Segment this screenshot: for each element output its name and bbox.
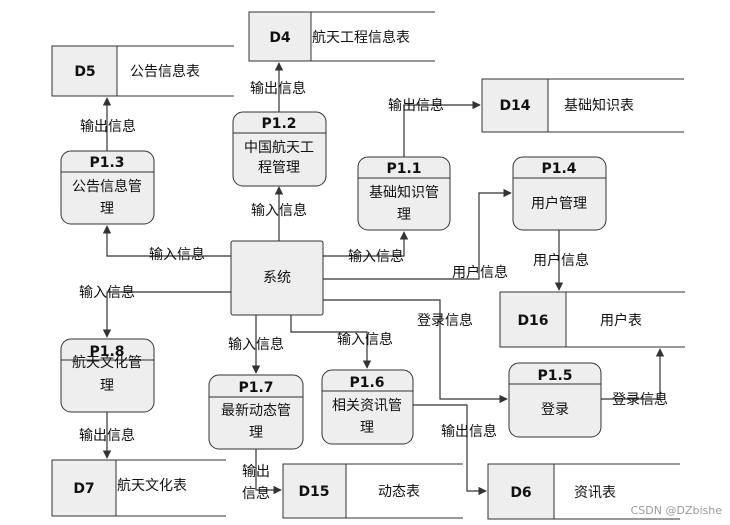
process-p1-8: P1.8 航天文化管 理 [60, 338, 155, 413]
label-p1-5-output: 登录信息 [612, 391, 668, 408]
label-p1-1-output: 输出信息 [388, 97, 444, 114]
label-p1-6-input: 输入信息 [337, 331, 393, 348]
label-p1-4-output: 用户信息 [533, 252, 589, 269]
flow-system-to-p1-5 [323, 299, 508, 404]
process-p1-5-name-line1: 登录 [541, 402, 569, 418]
store-d15: D15 动态表 [282, 463, 463, 519]
store-d4-name: 航天工程信息表 [312, 29, 410, 46]
process-p1-7-name-line1: 最新动态管 [221, 403, 291, 419]
process-p1-6-id: P1.6 [349, 375, 384, 391]
process-p1-8-name-line2: 理 [100, 378, 114, 394]
flow-system-to-p1-6 [290, 315, 372, 369]
system-label: 系统 [263, 270, 291, 286]
process-p1-8-name-line1: 航天文化管 [72, 355, 142, 371]
process-p1-1-id: P1.1 [386, 161, 421, 177]
store-d5-name: 公告信息表 [130, 63, 200, 80]
store-d5: D5 公告信息表 [51, 45, 234, 97]
store-d14: D14 基础知识表 [481, 78, 684, 133]
process-p1-4-id: P1.4 [541, 161, 576, 177]
store-d16-name: 用户表 [600, 312, 642, 329]
label-p1-8-output: 输出信息 [79, 427, 135, 444]
process-p1-2: P1.2 中国航天工 程管理 [232, 111, 327, 187]
process-p1-3-name-line1: 公告信息管 [72, 178, 142, 195]
store-d4-id: D4 [269, 30, 291, 46]
store-d7-id: D7 [73, 481, 94, 497]
flow-p1-1-to-d14 [403, 100, 481, 157]
flow-system-to-p1-4 [323, 188, 512, 280]
store-d14-name: 基础知识表 [564, 97, 634, 114]
flow-system-to-p1-3 [102, 225, 231, 257]
label-p1-8-input: 输入信息 [79, 284, 135, 301]
process-p1-5-id: P1.5 [537, 368, 572, 384]
flow-system-to-p1-8 [102, 291, 231, 338]
label-p1-5-input: 登录信息 [417, 312, 473, 329]
label-p1-2-input: 输入信息 [251, 202, 307, 219]
process-p1-1-name-line1: 基础知识管 [369, 184, 439, 201]
store-d15-name: 动态表 [378, 484, 420, 500]
store-d6-name: 资讯表 [574, 485, 616, 501]
label-p1-4-input: 用户信息 [452, 264, 508, 281]
store-d14-id: D14 [499, 98, 530, 114]
process-p1-3: P1.3 公告信息管 理 [60, 150, 155, 225]
process-p1-5: P1.5 登录 [508, 362, 602, 438]
store-d16: D16 用户表 [499, 291, 685, 348]
store-d4: D4 航天工程信息表 [248, 11, 435, 62]
watermark: CSDN @DZbishe [631, 504, 723, 517]
process-p1-2-name-line2: 程管理 [258, 160, 300, 176]
process-p1-7-name-line2: 理 [249, 425, 263, 441]
store-d6-id: D6 [510, 485, 531, 501]
store-d16-id: D16 [517, 313, 548, 329]
label-p1-3-output: 输出信息 [80, 118, 136, 135]
process-p1-6-name-line1: 相关资讯管 [332, 398, 402, 414]
store-d15-id: D15 [298, 484, 329, 500]
label-p1-1-input: 输入信息 [348, 248, 404, 265]
label-p1-7-input: 输入信息 [228, 336, 284, 353]
flow-p1-5-to-d16 [601, 348, 665, 400]
store-d5-id: D5 [74, 64, 95, 80]
label-p1-3-input: 输入信息 [149, 246, 205, 263]
label-p1-7-output-line1: 输出 [242, 464, 270, 480]
flow-system-to-p1-1 [323, 231, 409, 257]
process-p1-1: P1.1 基础知识管 理 [357, 156, 451, 231]
flow-p1-6-to-d6 [413, 404, 487, 496]
process-p1-3-name-line2: 理 [100, 201, 114, 217]
label-p1-6-output: 输出信息 [441, 423, 497, 440]
label-p1-2-output: 输出信息 [250, 80, 306, 97]
process-p1-2-id: P1.2 [261, 116, 296, 132]
process-p1-6: P1.6 相关资讯管 理 [321, 369, 414, 445]
store-d6: D6 资讯表 [487, 463, 680, 520]
flow-p1-7-to-d15 [255, 449, 282, 495]
process-p1-2-name-line1: 中国航天工 [244, 140, 314, 156]
process-p1-3-id: P1.3 [89, 155, 124, 171]
process-p1-7: P1.7 最新动态管 理 [208, 374, 304, 450]
label-p1-7-output-line2: 信息 [242, 485, 270, 502]
process-p1-6-name-line2: 理 [360, 420, 374, 436]
store-d7: D7 航天文化表 [51, 459, 226, 517]
process-p1-8-id: P1.8 [89, 344, 124, 360]
system-box: 系统 [230, 240, 324, 316]
process-p1-4-name-line1: 用户管理 [531, 195, 587, 212]
process-p1-1-name-line2: 理 [397, 207, 411, 223]
store-d7-name: 航天文化表 [117, 478, 187, 494]
process-p1-4: P1.4 用户管理 [512, 156, 607, 231]
process-p1-7-id: P1.7 [238, 380, 273, 396]
